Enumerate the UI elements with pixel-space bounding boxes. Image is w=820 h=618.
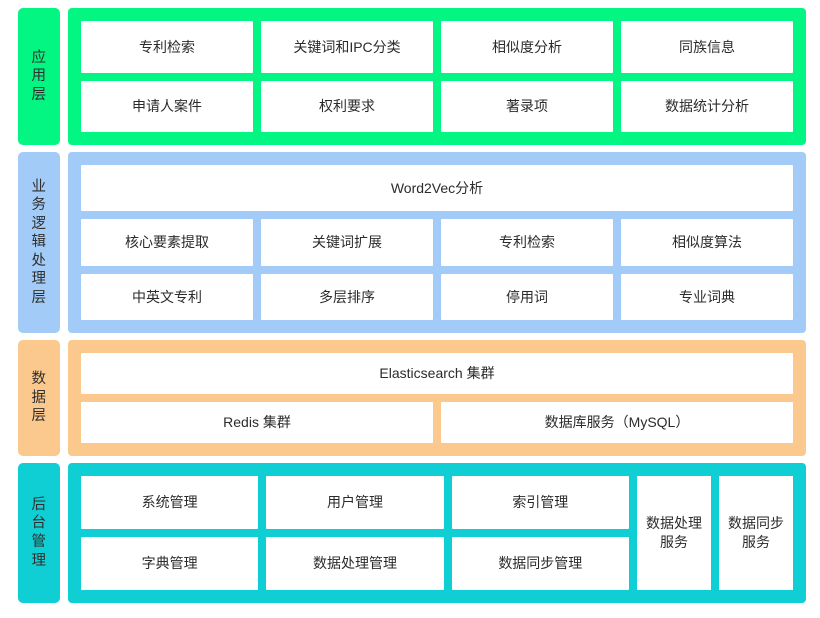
layer-app-row-1: 专利检索 关键词和IPC分类 相似度分析 同族信息 [81, 21, 793, 73]
node-stopwords[interactable]: 停用词 [441, 273, 613, 320]
node-keyword-ipc[interactable]: 关键词和IPC分类 [261, 21, 433, 73]
layer-data: 数据层 Elasticsearch 集群 Redis 集群 数据库服务（MySQ… [18, 340, 806, 456]
node-elasticsearch-cluster[interactable]: Elasticsearch 集群 [81, 353, 793, 394]
layer-backend-row-1: 系统管理 用户管理 索引管理 [81, 476, 629, 529]
layer-app: 应用层 专利检索 关键词和IPC分类 相似度分析 同族信息 申请人案件 权利要求… [18, 8, 806, 145]
backend-body: 系统管理 用户管理 索引管理 字典管理 数据处理管理 数据同步管理 数据处理服务… [81, 476, 793, 590]
node-redis-cluster[interactable]: Redis 集群 [81, 402, 433, 443]
layer-biz-row-1: 核心要素提取 关键词扩展 专利检索 相似度算法 [81, 219, 793, 266]
node-dictionary-management[interactable]: 字典管理 [81, 537, 259, 590]
layer-label-backend-management: 后台管理 [18, 463, 60, 603]
node-data-processing-service[interactable]: 数据处理服务 [637, 476, 711, 590]
node-cn-en-patent[interactable]: 中英文专利 [81, 273, 253, 320]
node-patent-search[interactable]: 专利检索 [81, 21, 253, 73]
node-domain-dictionary[interactable]: 专业词典 [621, 273, 793, 320]
node-database-mysql[interactable]: 数据库服务（MySQL） [441, 402, 793, 443]
backend-management-grid: 系统管理 用户管理 索引管理 字典管理 数据处理管理 数据同步管理 [81, 476, 629, 590]
layer-backend-management: 后台管理 系统管理 用户管理 索引管理 字典管理 数据处理管理 数据同步管理 数… [18, 463, 806, 603]
node-applicant-case[interactable]: 申请人案件 [81, 80, 253, 132]
layer-panel-app: 专利检索 关键词和IPC分类 相似度分析 同族信息 申请人案件 权利要求 著录项… [68, 8, 806, 145]
layer-panel-data: Elasticsearch 集群 Redis 集群 数据库服务（MySQL） [68, 340, 806, 456]
layer-label-app: 应用层 [18, 8, 60, 145]
layer-app-row-2: 申请人案件 权利要求 著录项 数据统计分析 [81, 80, 793, 132]
node-statistics-analysis[interactable]: 数据统计分析 [621, 80, 793, 132]
node-index-management[interactable]: 索引管理 [451, 476, 629, 529]
node-claims[interactable]: 权利要求 [261, 80, 433, 132]
layer-label-data: 数据层 [18, 340, 60, 456]
node-user-management[interactable]: 用户管理 [266, 476, 444, 529]
node-similarity-algorithm[interactable]: 相似度算法 [621, 219, 793, 266]
node-patent-search-biz[interactable]: 专利检索 [441, 219, 613, 266]
layer-label-business-logic: 业务逻辑处理层 [18, 152, 60, 333]
layer-business-logic: 业务逻辑处理层 Word2Vec分析 核心要素提取 关键词扩展 专利检索 相似度… [18, 152, 806, 333]
node-core-element-extraction[interactable]: 核心要素提取 [81, 219, 253, 266]
node-system-management[interactable]: 系统管理 [81, 476, 259, 529]
node-keyword-expansion[interactable]: 关键词扩展 [261, 219, 433, 266]
node-family-info[interactable]: 同族信息 [621, 21, 793, 73]
layer-panel-backend-management: 系统管理 用户管理 索引管理 字典管理 数据处理管理 数据同步管理 数据处理服务… [68, 463, 806, 603]
layer-data-banner-row: Elasticsearch 集群 [81, 353, 793, 394]
layer-biz-row-2: 中英文专利 多层排序 停用词 专业词典 [81, 273, 793, 320]
layer-data-row-1: Redis 集群 数据库服务（MySQL） [81, 402, 793, 443]
layer-panel-business-logic: Word2Vec分析 核心要素提取 关键词扩展 专利检索 相似度算法 中英文专利… [68, 152, 806, 333]
layer-biz-banner-row: Word2Vec分析 [81, 165, 793, 212]
layer-backend-row-2: 字典管理 数据处理管理 数据同步管理 [81, 537, 629, 590]
node-data-process-management[interactable]: 数据处理管理 [266, 537, 444, 590]
node-data-sync-service[interactable]: 数据同步服务 [719, 476, 793, 590]
node-similarity-analysis[interactable]: 相似度分析 [441, 21, 613, 73]
node-data-sync-management[interactable]: 数据同步管理 [451, 537, 629, 590]
node-bibliographic[interactable]: 著录项 [441, 80, 613, 132]
node-word2vec-analysis[interactable]: Word2Vec分析 [81, 165, 793, 212]
node-multi-layer-ranking[interactable]: 多层排序 [261, 273, 433, 320]
